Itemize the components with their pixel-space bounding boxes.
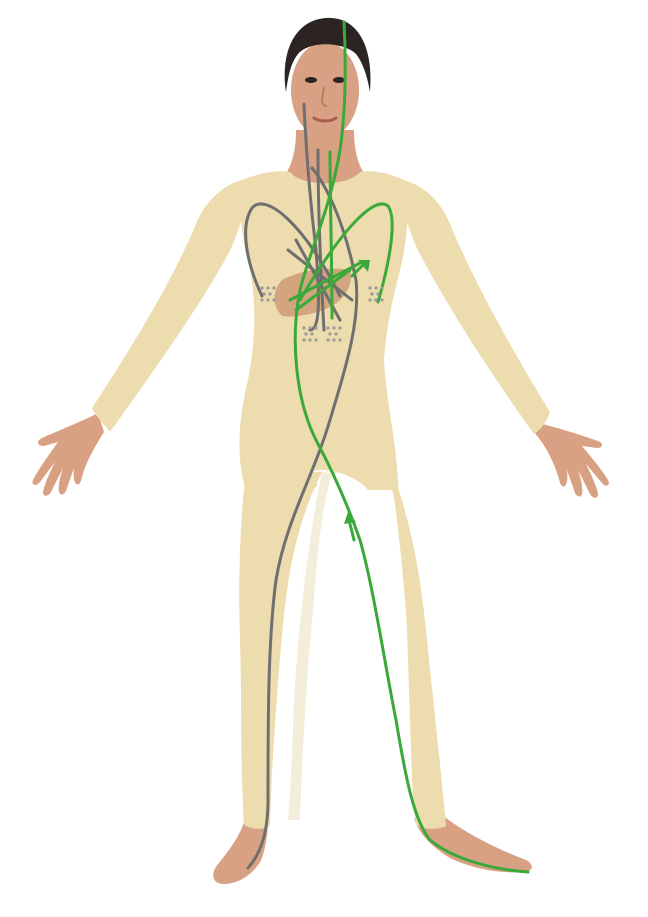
left-eye [305, 77, 317, 83]
face [291, 42, 359, 138]
right-hand [534, 423, 609, 498]
right-eye [333, 77, 345, 83]
left-sleeve [92, 180, 246, 432]
right-sleeve [402, 180, 550, 434]
left-hand [33, 413, 104, 496]
